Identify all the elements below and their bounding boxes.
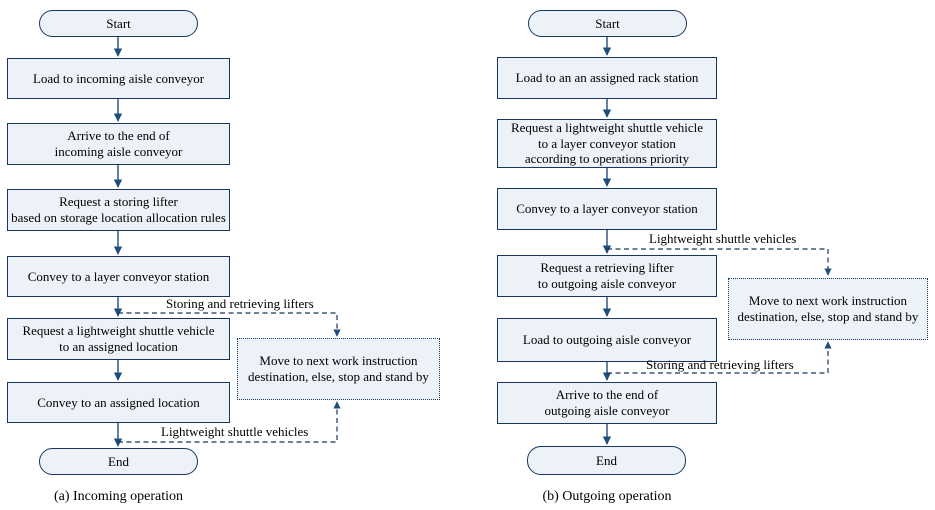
dashed-connector-b-top [607, 248, 832, 276]
node-b-start: Start [528, 10, 687, 37]
node-a-step2: Arrive to the end of incoming aisle conv… [7, 123, 230, 165]
connector-label-b-top: Lightweight shuttle vehicles [649, 231, 797, 246]
node-b-step6: Arrive to the end of outgoing aisle conv… [497, 382, 717, 424]
node-b-side-box: Move to next work instruction destinatio… [728, 278, 928, 340]
node-b-step4: Request a retrieving lifter to outgoing … [497, 255, 717, 297]
caption-b: (b) Outgoing operation [542, 489, 672, 504]
node-a-end: End [39, 448, 198, 475]
caption-a: (a) Incoming operation [53, 489, 184, 504]
dashed-connector-b-bottom [607, 341, 832, 374]
node-a-step3: Request a storing lifter based on storag… [7, 189, 230, 231]
node-a-step1: Load to incoming aisle conveyor [7, 58, 230, 99]
node-a-step6: Convey to an assigned location [7, 382, 230, 423]
connector-label-a-top: Storing and retrieving lifters [166, 296, 314, 311]
node-a-start: Start [39, 10, 198, 37]
node-b-step1: Load to an an assigned rack station [497, 57, 717, 99]
node-b-step2: Request a lightweight shuttle vehicle to… [497, 119, 717, 168]
node-b-end: End [527, 446, 686, 475]
connector-label-a-bottom: Lightweight shuttle vehicles [161, 424, 309, 439]
node-a-side-box: Move to next work instruction destinatio… [237, 338, 440, 400]
node-a-step4: Convey to a layer conveyor station [7, 256, 230, 297]
dashed-connector-a-bottom [118, 401, 341, 443]
node-b-step5: Load to outgoing aisle conveyor [497, 318, 717, 362]
dashed-connector-a-top [118, 312, 341, 337]
connector-label-b-bottom: Storing and retrieving lifters [646, 357, 794, 372]
node-b-step3: Convey to a layer conveyor station [497, 188, 717, 230]
node-a-step5: Request a lightweight shuttle vehicle to… [7, 318, 230, 360]
